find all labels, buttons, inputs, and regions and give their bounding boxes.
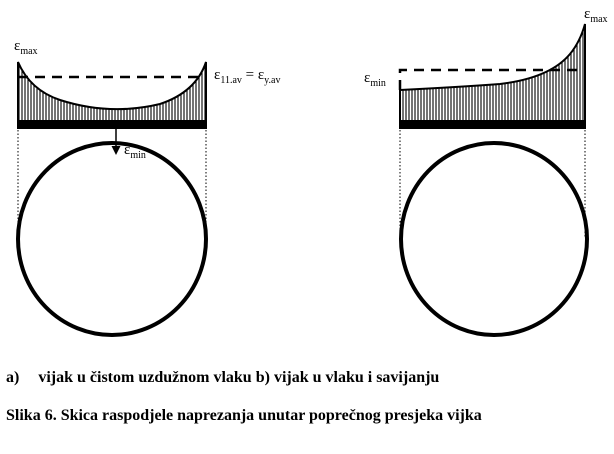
- figure-title: Slika 6. Skica raspodjele naprezanja unu…: [6, 407, 482, 424]
- left-eps-max-label: εmax: [14, 38, 38, 57]
- eps-average-label: ε11.av = εy.av: [214, 67, 280, 86]
- right-stress-area: [399, 23, 586, 129]
- left-stress-area: [17, 61, 207, 129]
- min-arrow-head: [111, 146, 121, 155]
- caption-a-text: vijak u čistom uzdužnom vlaku: [38, 369, 252, 386]
- caption-b-label: b): [255, 369, 270, 386]
- left-base-bar: [18, 120, 206, 129]
- right-base-bar: [400, 120, 585, 129]
- left-cross-section-circle: [16, 141, 208, 337]
- stress-distribution-diagram: εmax ε11.av = εy.av εmin εmin εmax: [14, 6, 608, 337]
- right-stress-diagram: εmin εmax: [364, 6, 608, 337]
- left-eps-min-label: εmin: [124, 142, 146, 161]
- right-average-line: [398, 68, 585, 90]
- left-stress-diagram: εmax ε11.av = εy.av εmin: [14, 38, 280, 337]
- right-eps-min-label: εmin: [364, 70, 386, 89]
- subfigure-captions: a) vijak u čistom uzdužnom vlaku b) vijak…: [6, 369, 439, 387]
- right-cross-section-circle: [399, 141, 589, 337]
- caption-a-label: a): [6, 369, 20, 386]
- caption-b-text: vijak u vlaku i savijanju: [273, 369, 440, 386]
- right-eps-max-label: εmax: [584, 6, 608, 25]
